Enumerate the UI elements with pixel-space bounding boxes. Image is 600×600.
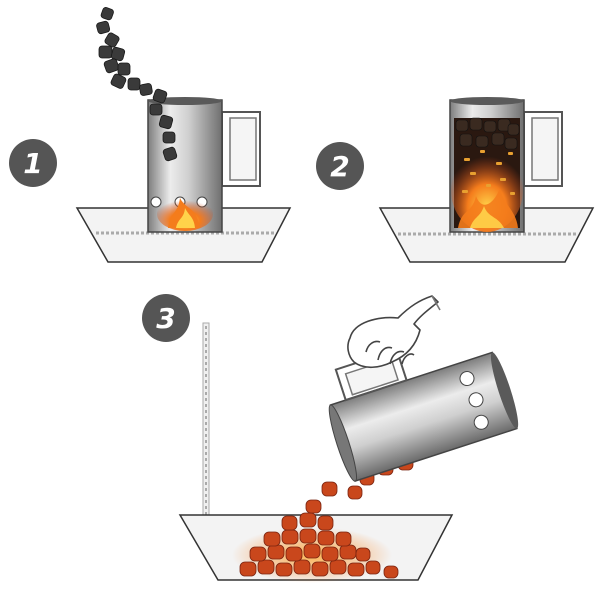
glowing-embers [462, 150, 515, 195]
step-1-panel: 1 [9, 7, 292, 263]
falling-coals [96, 7, 178, 162]
step-1-badge: 1 [9, 139, 57, 187]
coal-pile-inside [455, 117, 520, 150]
step-1-number: 1 [23, 147, 42, 180]
numbered-circle-badge [316, 142, 364, 190]
numbered-circle-badge [142, 294, 190, 342]
step-3-number: 3 [156, 302, 175, 335]
charcoal-chimney-starter-icon [449, 97, 563, 233]
step-3-badge: 3 [142, 294, 190, 342]
step-2-number: 2 [330, 150, 349, 183]
hot-coal-pile [232, 499, 399, 583]
step-3-panel: 3 [142, 294, 519, 583]
step-2-panel: 2 [316, 97, 595, 263]
numbered-circle-badge [9, 139, 57, 187]
hand-icon [347, 295, 441, 369]
charcoal-chimney-starter-icon [328, 348, 519, 483]
step-2-badge: 2 [316, 142, 364, 190]
